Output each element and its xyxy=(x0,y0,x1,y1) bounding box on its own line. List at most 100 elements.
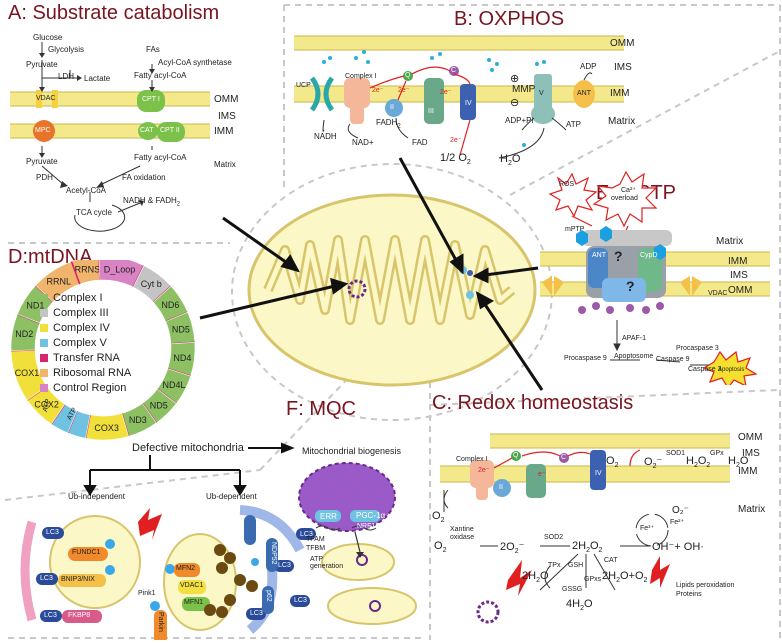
mmp-label: MMP xyxy=(512,84,536,95)
pgc-label: PGC-1α xyxy=(356,511,386,520)
fatty-acyl-top-label: Fatty acyl-CoA xyxy=(134,71,187,80)
b-omm-label: OMM xyxy=(610,38,635,49)
apaf-label: APAF-1 xyxy=(622,335,646,342)
b-c-label: C xyxy=(451,67,457,74)
overload-label: overload xyxy=(611,195,638,202)
oh-label: OH⁻+ OH· xyxy=(652,541,704,553)
panel-f-title: F: MQC xyxy=(286,398,356,420)
mpc-label: MPC xyxy=(35,127,51,134)
c-q-label: Q xyxy=(513,452,519,459)
panel-b-title: B: OXPHOS xyxy=(454,8,565,30)
q2-label: ? xyxy=(626,278,635,294)
e-ant-label: ANT xyxy=(592,252,606,259)
fa-oxidation-label: FA oxidation xyxy=(122,173,166,182)
c-imm-label: IMM xyxy=(738,466,758,477)
lactate-label: Lactate xyxy=(84,74,111,83)
legend-swatch xyxy=(40,383,48,392)
pink1-label: Pink1 xyxy=(138,590,156,597)
legend-label: Complex V xyxy=(53,336,107,349)
legend-swatch xyxy=(40,353,48,362)
lc3-a-label: LC3 xyxy=(46,529,59,536)
vdac1-label: VDAC1 xyxy=(180,582,204,589)
half-o2-label: 1/2 O2 xyxy=(440,152,471,167)
mtdna-segment-label: ND4L xyxy=(163,380,186,390)
mtdna-segment-label: RRNL xyxy=(47,276,72,286)
b-matrix-label: Matrix xyxy=(608,116,636,127)
mtdna-segment-label: D_Loop xyxy=(104,265,136,275)
c-h2o2-main: 2H2O2 xyxy=(572,540,603,555)
parkin-label: Parkin xyxy=(157,612,164,632)
tpx-label: TPx xyxy=(548,562,561,569)
cat-label: CAT xyxy=(140,127,154,134)
b-e2-label: 2e⁻ xyxy=(398,87,410,94)
tfam-label: TFAM xyxy=(306,536,325,543)
panel-a-graphic xyxy=(10,42,210,232)
ndp52-label: NDP52 xyxy=(270,542,277,565)
panel-f-graphic xyxy=(20,442,417,640)
lc3-d-label: LC3 xyxy=(300,531,313,538)
b-fad-label: FAD xyxy=(412,138,428,147)
b-ims-label: IMS xyxy=(614,62,632,73)
ros-label: ROS xyxy=(559,181,575,188)
a-ims-label: IMS xyxy=(218,111,236,122)
c-o2-mid: O2 xyxy=(434,540,447,555)
lc3-g-label: LC3 xyxy=(294,597,307,604)
b-nadh-label: NADH xyxy=(314,132,337,141)
gssg-label: GSSG xyxy=(562,586,583,593)
c-cat-product: 2H2O+O2 xyxy=(602,570,648,585)
cypd-label: CypD xyxy=(640,252,658,259)
mtdna-segment-label: ND3 xyxy=(129,415,147,425)
e-matrix-label: Matrix xyxy=(716,236,744,247)
fe3-label: Fe³⁺ xyxy=(640,525,655,532)
legend-label: Complex I xyxy=(53,291,103,304)
b-nad-label: NAD+ xyxy=(352,138,374,147)
e-ims-label: IMS xyxy=(730,270,748,281)
cpt2-label: CPT II xyxy=(160,127,180,134)
trna-marker xyxy=(70,261,81,285)
gpx-top-label: GPx xyxy=(710,450,724,457)
procasp9-label: Procaspase 9 xyxy=(564,355,607,362)
b-v-label: V xyxy=(539,90,544,97)
legend-label: Complex III xyxy=(53,306,109,319)
mtdna-segment-label: ND5 xyxy=(150,400,168,410)
b-ant-label: ANT xyxy=(577,90,591,97)
b-iv-label: IV xyxy=(465,100,472,107)
legend-item: Complex I xyxy=(40,290,168,305)
c-c-label: C xyxy=(561,454,567,461)
mtdna-segment-label: Cyt b xyxy=(141,279,162,289)
acs-label: Acyl-CoA synthetase xyxy=(158,58,232,67)
mtdna-segment-label: ND4 xyxy=(173,353,191,363)
err-label: ERR xyxy=(320,512,337,521)
e-omm-label: OMM xyxy=(728,285,753,296)
e-imm-label: IMM xyxy=(728,256,748,267)
xo1-label: Xantine xyxy=(450,526,474,533)
b-e1-label: 2e⁻ xyxy=(372,87,384,94)
ucp-label: UCP xyxy=(296,82,311,89)
c-superoxide-top: O2⁻ xyxy=(644,456,663,471)
mfn2-label: MFN2 xyxy=(176,565,196,572)
p62-label: p62 xyxy=(265,590,272,602)
panel-c-graphic xyxy=(440,433,730,624)
legend-swatch xyxy=(40,368,48,377)
ca-label: Ca²⁺ xyxy=(621,187,636,194)
mtdna-segment-label: ND2 xyxy=(15,329,33,339)
bnip3-label: BNIP3/NIX xyxy=(61,576,95,583)
b-atp-label: ATP xyxy=(566,120,581,129)
cpt1-label: CPT I xyxy=(142,96,160,103)
tca-label: TCA cycle xyxy=(76,208,113,217)
sod2-label: SOD2 xyxy=(544,534,564,541)
a-imm-label: IMM xyxy=(214,126,234,137)
c-e1-label: 2e⁻ xyxy=(478,467,490,474)
defective-label: Defective mitochondria xyxy=(132,442,244,454)
c-e2-label: e⁻ xyxy=(538,471,546,478)
pdh-label: PDH xyxy=(36,173,53,182)
b-minus-label: ⊖ xyxy=(510,97,520,109)
proteins-label: Proteins xyxy=(676,591,702,598)
b-ii-label: II xyxy=(390,104,394,111)
ldh-label: LDH xyxy=(58,72,75,81)
gpxs-label: GPxs xyxy=(584,576,602,583)
legend-swatch xyxy=(40,293,48,302)
legend-label: Complex IV xyxy=(53,321,110,334)
